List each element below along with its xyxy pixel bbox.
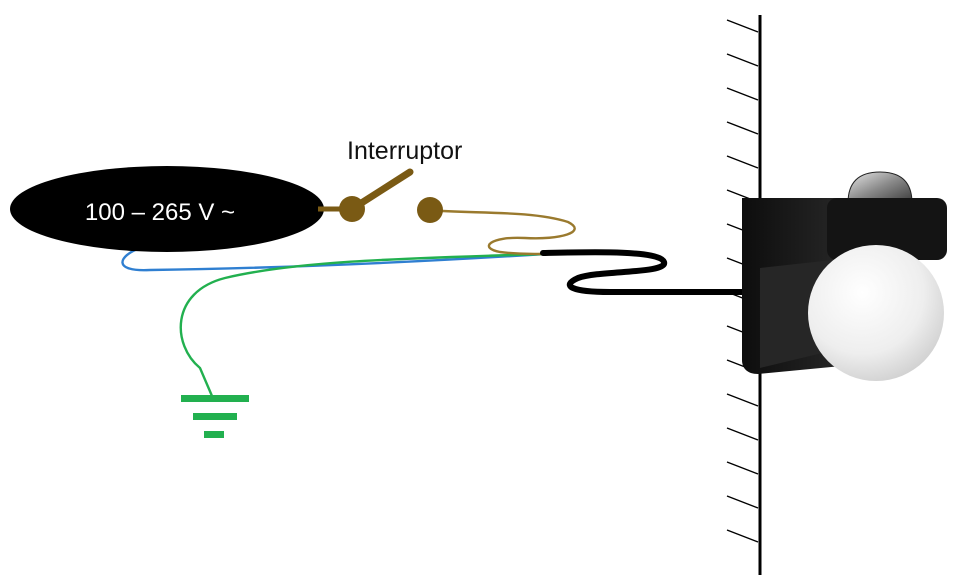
wall-hatch-line	[726, 495, 759, 509]
switch-label: Interruptor	[347, 137, 462, 165]
switch-open-contact	[417, 197, 443, 223]
wall-hatch-line	[726, 427, 759, 441]
lamp-head-housing	[827, 198, 947, 260]
switch: Interruptor	[318, 137, 462, 223]
earth-wire	[179, 252, 546, 397]
live-wire	[429, 208, 576, 256]
wall-hatch-line	[726, 529, 759, 543]
switch-pivot-contact	[339, 196, 365, 222]
lamp-fixture-icon	[742, 171, 947, 381]
wall-hatch-line	[726, 121, 759, 135]
wall-hatch-line	[726, 87, 759, 101]
wall-hatch-line	[726, 393, 759, 407]
wall-hatching	[726, 19, 759, 543]
lamp-sensor-dome	[847, 171, 913, 204]
power-source-body	[10, 166, 324, 252]
wall-hatch-line	[726, 53, 759, 67]
power-source: 100 – 265 V ~	[10, 166, 324, 252]
lamp-globe	[808, 245, 944, 381]
wall-hatch-line	[726, 19, 759, 33]
power-source-label: 100 – 265 V ~	[85, 199, 235, 226]
wall-hatch-line	[726, 461, 759, 475]
neutral-wire	[121, 246, 546, 272]
ground-symbol-icon	[181, 395, 249, 438]
cable-sheath	[540, 249, 745, 295]
wall-hatch-line	[726, 155, 759, 169]
